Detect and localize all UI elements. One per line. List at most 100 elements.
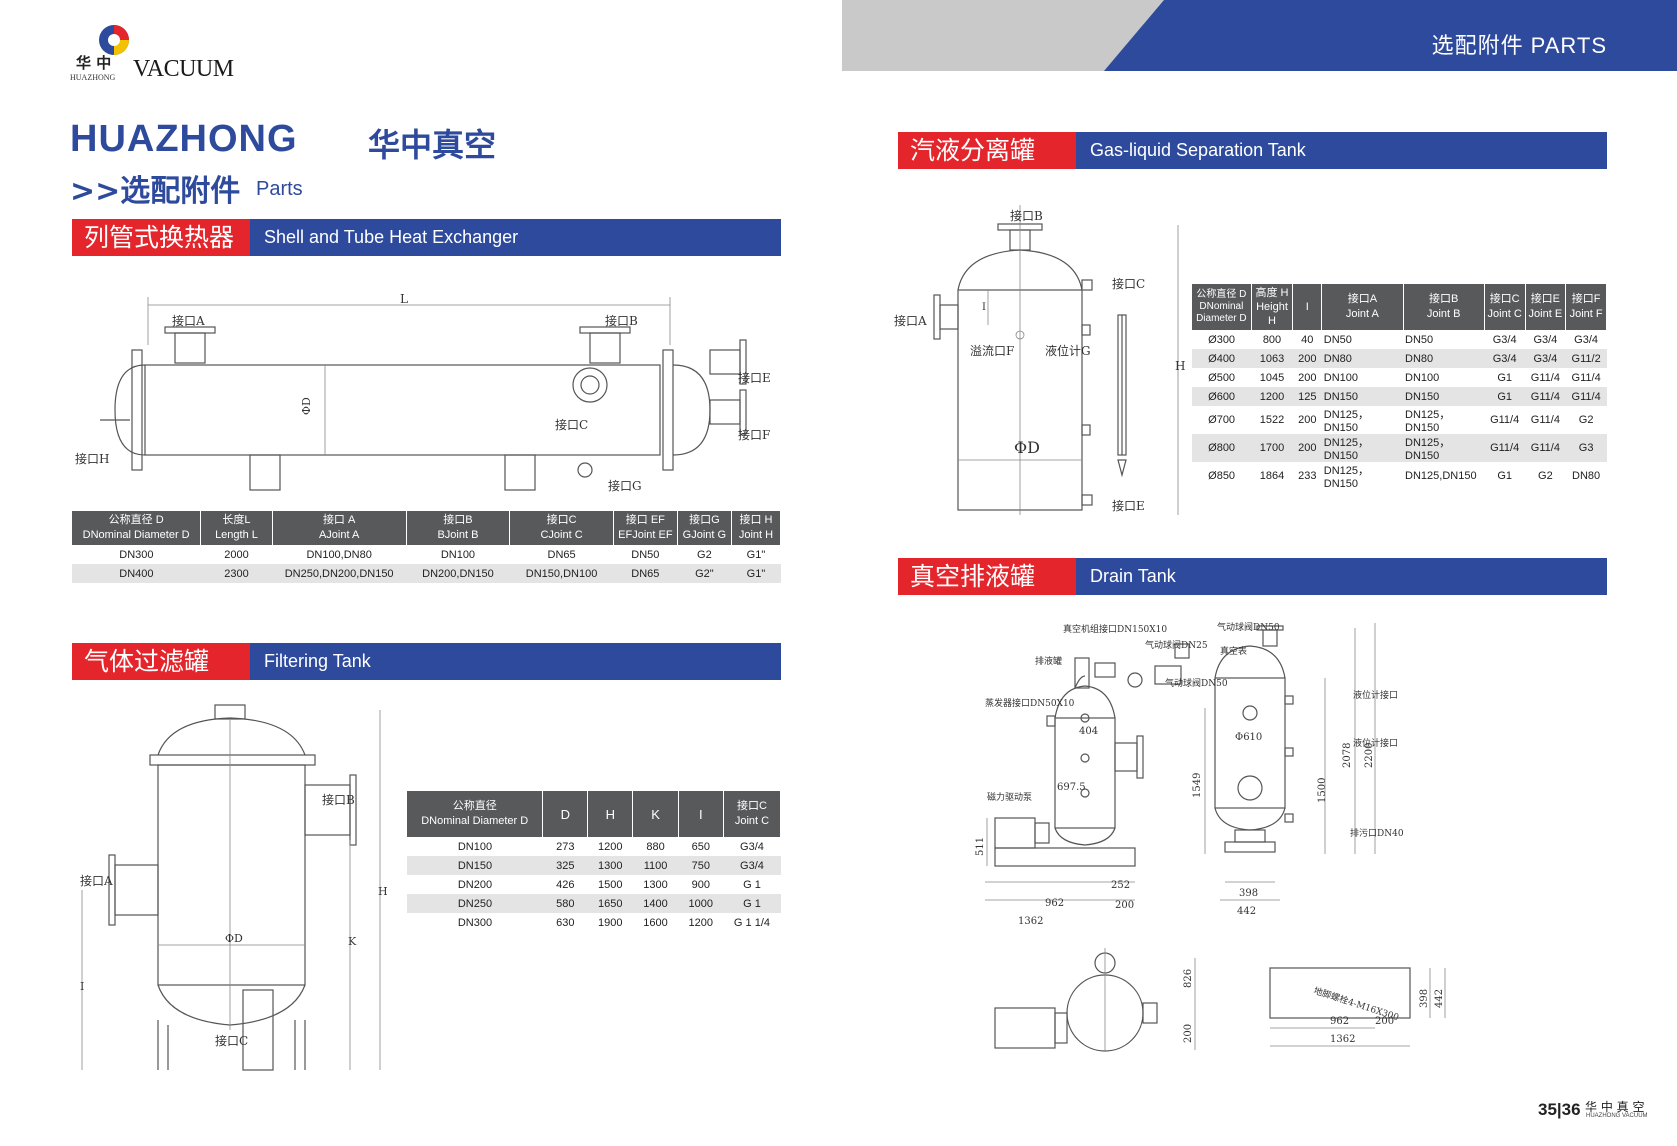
cell: 1900	[598, 916, 623, 929]
cell: 325	[542, 856, 588, 875]
header-parts-label: 选配附件 PARTS	[1431, 33, 1607, 58]
label-valve-dn50-b: 气动球阀DN50	[1217, 621, 1280, 633]
cell: Ø850	[1208, 470, 1236, 482]
dim-d-label: ΦD	[300, 397, 313, 415]
cell: 1864	[1259, 470, 1285, 482]
label-joint-h: 接口H	[75, 451, 109, 466]
cell: 200	[1298, 371, 1317, 384]
cell: DN100,DN80	[306, 548, 372, 561]
cell: DN50	[1323, 333, 1352, 346]
label-level-a: 液位计接口	[1353, 689, 1398, 701]
cell: DN100	[457, 840, 493, 853]
section-en-label: Shell and Tube Heat Exchanger	[250, 219, 781, 256]
cell: 1100	[632, 856, 679, 875]
dim-k-label: K	[348, 935, 357, 948]
cell: G1	[1497, 371, 1512, 384]
dim-200a: 200	[1115, 900, 1134, 911]
cell: 125	[1292, 387, 1322, 406]
cell: DN50	[1405, 333, 1434, 346]
footer-brand-sub: HUAZHONG VACUUM	[1586, 1113, 1648, 1119]
cell: Ø400	[1192, 349, 1252, 368]
label-mag-pump: 磁力驱动泵	[987, 791, 1032, 803]
filter-tank-drawing: ΦD 接口B 接口A 接口C H K I	[80, 704, 388, 1071]
cell: G1	[1497, 470, 1512, 482]
cell: DN150,DN100	[509, 564, 614, 583]
cell: 800	[1262, 333, 1282, 346]
cell: 880	[646, 840, 665, 853]
cell: DN125，DN150	[1403, 434, 1485, 462]
cell: DN100	[440, 548, 476, 561]
cell: DN100	[1323, 371, 1358, 384]
cell: 1400	[632, 894, 679, 913]
cell: DN125，DN150	[1323, 465, 1369, 490]
dim-i-label: I	[80, 980, 84, 993]
section-header-shell: 列管式换热器 Shell and Tube Heat Exchanger	[72, 219, 781, 256]
label-drain-tank: 排液罐	[1035, 655, 1062, 667]
dim-962: 962	[1045, 898, 1064, 909]
cell: G1"	[746, 548, 766, 561]
cell: G2	[1538, 470, 1553, 482]
brand-title: HUAZHONG	[70, 118, 298, 160]
label-evaporator-interface: 蒸发器接口DN50X10	[985, 697, 1075, 709]
cell: G1"	[731, 564, 781, 583]
table-row: DN400 2300 DN250,DN200,DN150 DN200,DN150…	[72, 564, 781, 583]
cell: DN100	[1405, 371, 1440, 384]
label-joint-a: 接口A	[172, 313, 205, 328]
cell: Ø500	[1208, 371, 1236, 384]
cell: G3/4	[1492, 333, 1517, 346]
brand-title-cn: 华中真空	[368, 126, 497, 164]
dim-404: 404	[1079, 726, 1098, 737]
section-header-gas: 汽液分离罐 Gas-liquid Separation Tank	[898, 132, 1607, 169]
dim-200c: 200	[1375, 1016, 1394, 1027]
dim-398b: 398	[1419, 989, 1430, 1008]
cell: G1	[1484, 387, 1526, 406]
cell: 900	[691, 878, 710, 891]
footer-brand: 华 中 真 空	[1585, 1100, 1645, 1114]
section-cn-label: 列管式换热器	[72, 219, 250, 256]
cell: Ø800	[1192, 434, 1252, 462]
cell: 1500	[598, 878, 623, 891]
header-blue-band	[1104, 0, 1677, 71]
dim-1500: 1500	[1317, 778, 1328, 803]
label-joint-a: 接口A	[894, 313, 927, 328]
label-joint-b: 接口B	[605, 313, 638, 328]
label-joint-c: 接口C	[1112, 276, 1145, 291]
cell: Ø700	[1208, 414, 1236, 426]
dim-252: 252	[1111, 880, 1130, 891]
cell: 200	[1292, 349, 1322, 368]
label-joint-e: 接口E	[1112, 498, 1145, 513]
logo-sub: HUAZHONG	[70, 73, 116, 82]
label-joint-b: 接口B	[322, 792, 355, 807]
cell: DN300	[119, 548, 154, 561]
section-title-en: Parts	[256, 178, 303, 200]
cell: DN150	[1403, 387, 1485, 406]
section-cn-label: 汽液分离罐	[898, 132, 1076, 169]
cell: 1700	[1251, 434, 1293, 462]
col-header: H	[587, 791, 634, 837]
cell: DN150	[1321, 387, 1404, 406]
cell: G2"	[677, 564, 732, 583]
cell: G 1 1/4	[733, 916, 770, 929]
logo-cn: 华 中	[76, 54, 112, 72]
dim-d-label: ΦD	[1014, 438, 1040, 457]
cell: 2300	[200, 564, 273, 583]
shell-tube-drawing: L ΦD 接口A 接口B 接口C 接口E 接口F 接口G 接口H	[75, 292, 771, 493]
cell: DN125，DN150	[1321, 434, 1404, 462]
section-en-label: Filtering Tank	[250, 643, 781, 680]
